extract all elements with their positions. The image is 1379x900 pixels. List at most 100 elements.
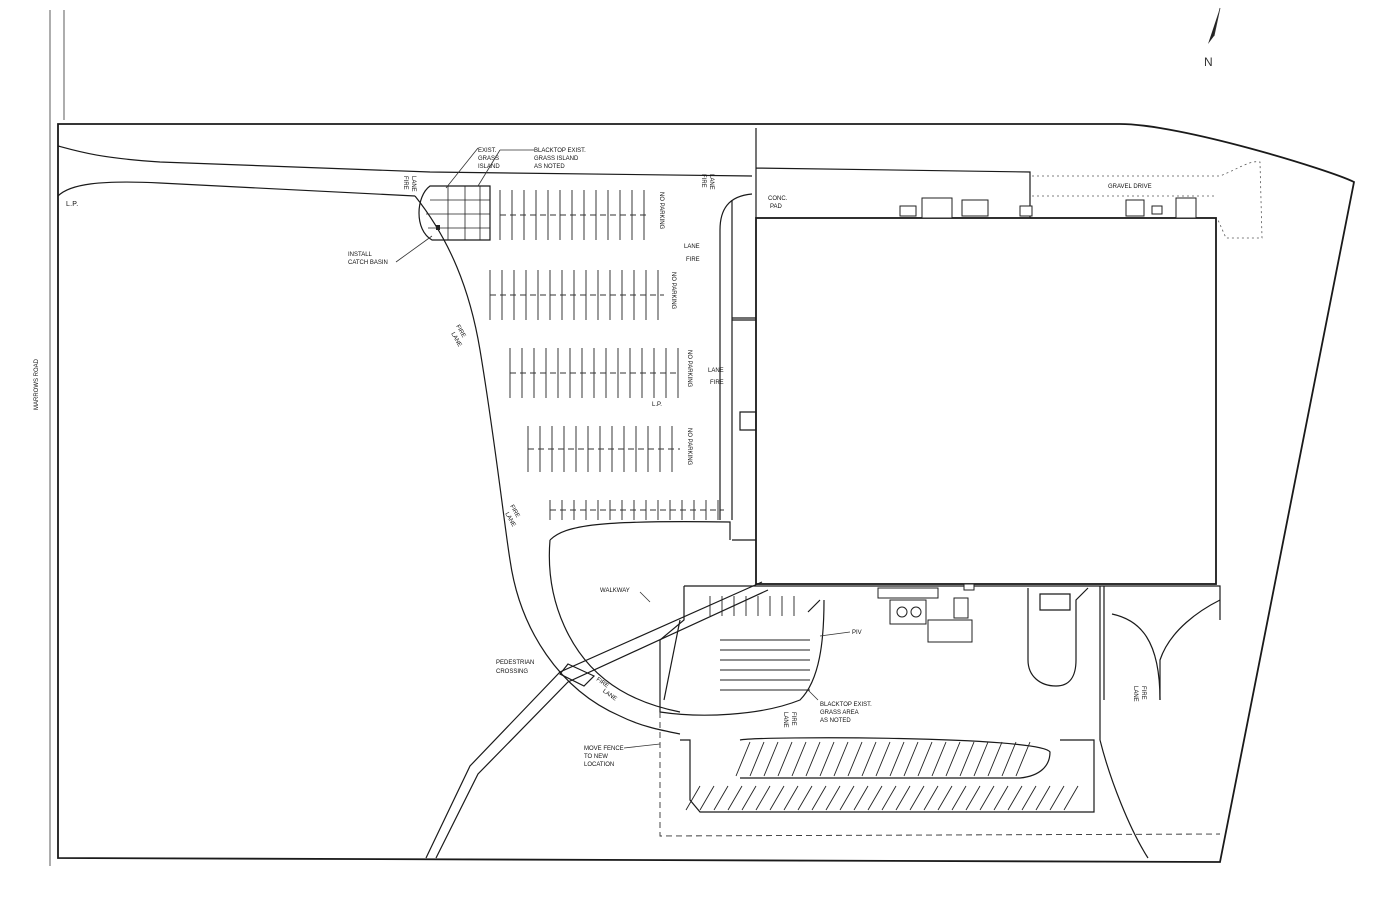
parking-stall-line <box>1063 785 1079 811</box>
parking-stall-line <box>777 741 793 777</box>
parking-stall-line <box>931 741 947 777</box>
parking-stall-line <box>979 785 995 811</box>
parking-stall-line <box>1015 741 1031 777</box>
blacktop-note-1-line2: GRASS ISLAND <box>534 156 579 162</box>
blacktop-note-1-line1: BLACKTOP EXIST. <box>534 148 586 154</box>
fire-lane-label-4: FIRE LANE <box>449 324 466 348</box>
move-fence-label-3: LOCATION <box>584 762 614 768</box>
lane-word: LANE <box>410 176 416 192</box>
parking-stall-line <box>917 741 933 777</box>
loading-dock <box>1027 587 1089 687</box>
grass-island-north <box>418 185 491 241</box>
fire-word: FIRE <box>700 174 706 188</box>
walkway <box>425 581 769 859</box>
lane-word: LANE <box>601 689 617 703</box>
parking-stall-line <box>727 785 743 811</box>
parking-stall-line <box>713 785 729 811</box>
parking-stall-line <box>945 741 961 777</box>
north-arrow-icon: N <box>1204 7 1221 69</box>
no-parking-text: NO PARKING <box>658 192 664 230</box>
parking-stall-line <box>819 741 835 777</box>
blacktop-note-2-line3: AS NOTED <box>820 718 851 724</box>
parking-stall-line <box>937 785 953 811</box>
parking-stall-line <box>805 741 821 777</box>
walkway-label: WALKWAY <box>600 588 630 594</box>
south-parking-stalls <box>685 596 1079 811</box>
parking-stall-line <box>797 785 813 811</box>
lane-word: LANE <box>684 244 700 250</box>
parking-stall-line <box>1035 785 1051 811</box>
grass-island-label-2: GRASS <box>478 156 499 162</box>
property-line <box>57 123 1356 863</box>
blacktop-note-1-line3: AS NOTED <box>534 164 565 170</box>
east-drive <box>1099 586 1221 859</box>
parking-stall-line <box>993 785 1009 811</box>
parking-stall-line <box>867 785 883 811</box>
fire-lane-label-5: LANE FIRE <box>708 368 724 386</box>
fence <box>659 712 1221 837</box>
parking-stall-line <box>923 785 939 811</box>
fire-lane-inner <box>549 520 731 541</box>
fire-word: FIRE <box>402 176 408 190</box>
move-fence-label-2: TO NEW <box>584 754 608 760</box>
no-parking-label-2: NO PARKING <box>670 272 676 310</box>
lane-word: LANE <box>708 368 724 374</box>
parking-stall-line <box>965 785 981 811</box>
no-parking-text: NO PARKING <box>670 272 676 310</box>
fire-word: FIRE <box>790 712 796 726</box>
lp-label-west: L.P. <box>66 201 78 208</box>
parking-stall-line <box>853 785 869 811</box>
parking-stall-line <box>1007 785 1023 811</box>
parking-stall-line <box>755 785 771 811</box>
lane-word: LANE <box>782 712 788 728</box>
parking-stall-line <box>839 785 855 811</box>
entrance-drive: L.P. <box>57 145 753 208</box>
parking-stall-line <box>741 785 757 811</box>
parking-stall-line <box>951 785 967 811</box>
fire-lane-label-3: LANE FIRE <box>684 244 700 263</box>
south-equipment <box>877 583 975 643</box>
parking-stall-line <box>791 741 807 777</box>
lane-word: LANE <box>708 174 714 190</box>
fire-lane-label-9: LANE FIRE <box>1132 686 1146 702</box>
parking-stall-line <box>749 741 765 777</box>
parking-stall-line <box>699 785 715 811</box>
parking-stall-line <box>987 741 1003 777</box>
parking-stall-line <box>811 785 827 811</box>
road-label: MARROWS ROAD <box>34 358 40 410</box>
grass-island-label-1: EXIST. <box>478 148 497 154</box>
parking-stall-line <box>973 741 989 777</box>
parking-stall-line <box>875 741 891 777</box>
gravel-drive-label: GRAVEL DRIVE <box>1108 184 1152 190</box>
lane-word: LANE <box>1132 686 1138 702</box>
fire-word: FIRE <box>686 257 700 263</box>
north-equipment <box>899 197 1197 219</box>
move-fence-label-1: MOVE FENCE <box>584 746 624 752</box>
marrows-road: MARROWS ROAD <box>34 10 65 866</box>
parking-stall-line <box>763 741 779 777</box>
no-parking-label-3: NO PARKING <box>686 350 692 388</box>
parking-stall-line <box>833 741 849 777</box>
north-label: N <box>1204 55 1213 69</box>
south-lot-edge <box>680 739 1095 813</box>
parking-stalls <box>489 190 724 520</box>
fire-lane-label-8: LANE FIRE <box>782 712 796 728</box>
lp-label-lot: L.P. <box>652 402 662 408</box>
no-parking-label-4: NO PARKING <box>686 428 692 466</box>
service-yard <box>659 585 1221 716</box>
pedestrian-crossing <box>559 663 596 687</box>
parking-stall-line <box>735 741 751 777</box>
parking-stall-line <box>903 741 919 777</box>
gravel-drive <box>1032 161 1263 239</box>
parking-stall-line <box>847 741 863 777</box>
building-north-wall <box>755 128 1031 218</box>
piv-label: PIV <box>852 630 862 636</box>
parking-stall-line <box>881 785 897 811</box>
fire-lane-outer <box>414 195 681 735</box>
fire-lane-label-1: FIRE LANE <box>402 176 416 192</box>
parking-stall-line <box>1021 785 1037 811</box>
fire-lane-label-2: FIRE LANE <box>700 174 714 190</box>
no-parking-text: NO PARKING <box>686 350 692 388</box>
grass-area-edge <box>548 539 681 713</box>
